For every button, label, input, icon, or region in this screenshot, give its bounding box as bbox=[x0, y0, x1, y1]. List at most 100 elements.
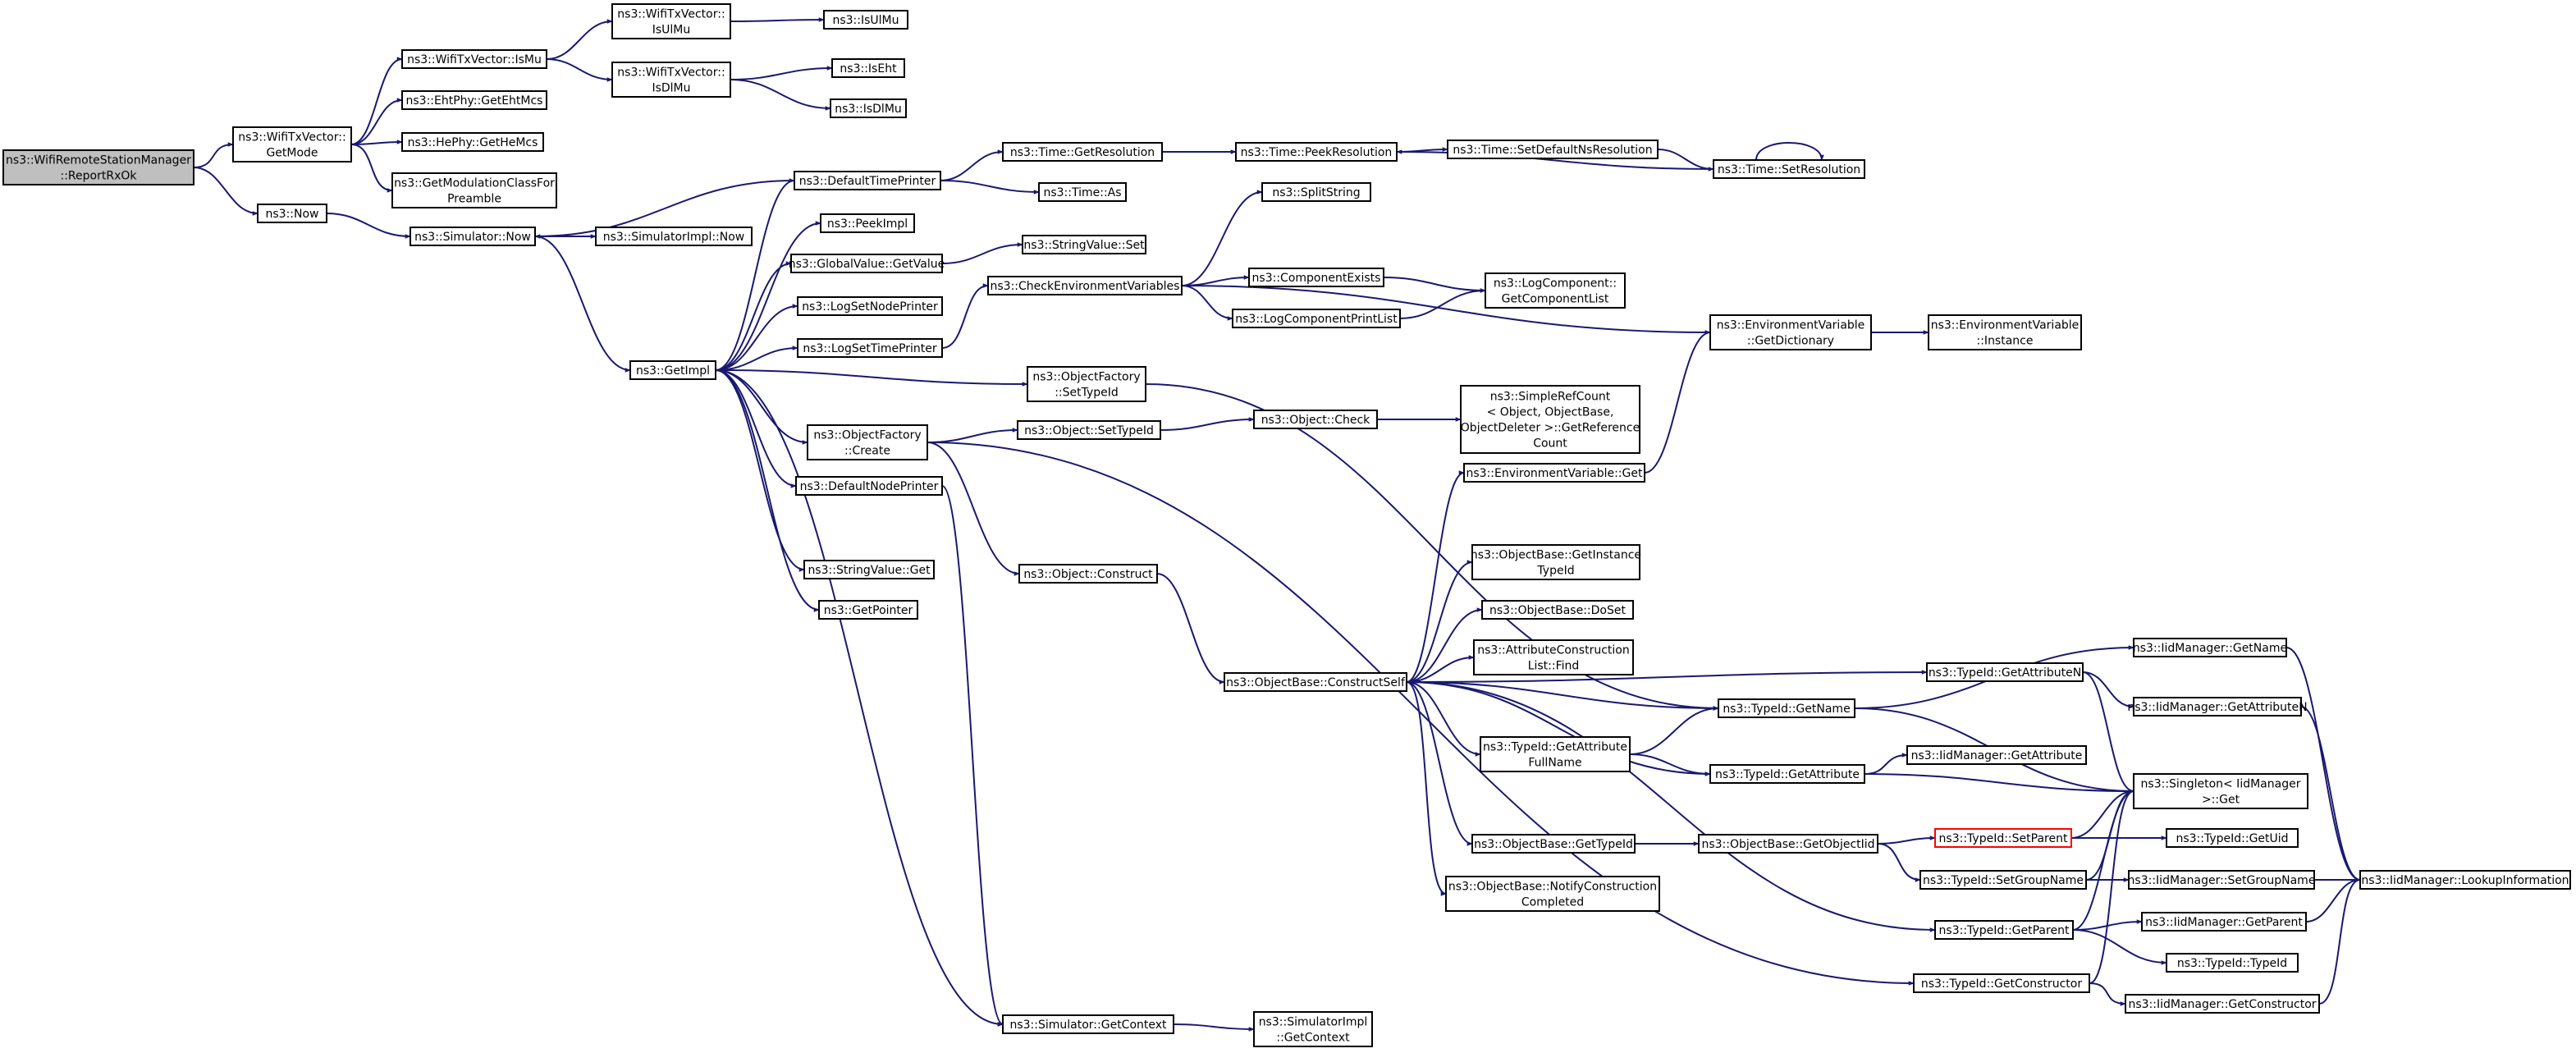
node-objsettypeid[interactable]: ns3::Object::SetTypeId bbox=[1017, 420, 1161, 440]
node-objbasenotify[interactable]: ns3::ObjectBase::NotifyConstructionCompl… bbox=[1445, 876, 1660, 912]
node-objbasegetobjectiid[interactable]: ns3::ObjectBase::GetObjectIid bbox=[1698, 834, 1878, 854]
node-isulmu-label-0: ns3::IsUlMu bbox=[832, 14, 899, 27]
node-iidgetconstructor[interactable]: ns3::IidManager::GetConstructor bbox=[2125, 994, 2320, 1014]
edge-ismu-to-isdlmu_tx bbox=[546, 58, 613, 82]
node-getpointer-label-0: ns3::GetPointer bbox=[824, 604, 913, 617]
node-timesetdefault[interactable]: ns3::Time::SetDefaultNsResolution bbox=[1447, 140, 1659, 159]
node-logcompgetlist-label-1: GetComponentList bbox=[1502, 293, 1609, 306]
node-typeidgetattrfullname-box bbox=[1480, 736, 1631, 772]
node-iidlookup[interactable]: ns3::IidManager::LookupInformation bbox=[2359, 870, 2571, 890]
node-peekimpl[interactable]: ns3::PeekImpl bbox=[820, 213, 915, 233]
node-stringvalueset[interactable]: ns3::StringValue::Set bbox=[1022, 235, 1146, 254]
node-iidgetname[interactable]: ns3::IidManager::GetName bbox=[2133, 638, 2287, 657]
node-objbasegettypeid[interactable]: ns3::ObjectBase::GetTypeId bbox=[1471, 834, 1636, 854]
edge-checkenv-to-envvargetdict bbox=[1181, 285, 1711, 335]
node-isulmu[interactable]: ns3::IsUlMu bbox=[823, 10, 908, 30]
node-checkenv[interactable]: ns3::CheckEnvironmentVariables bbox=[987, 276, 1183, 295]
node-simimplgetcontext[interactable]: ns3::SimulatorImpl::GetContext bbox=[1253, 1011, 1373, 1047]
node-timesetres[interactable]: ns3::Time::SetResolution bbox=[1713, 159, 1865, 179]
edge-defaulttimeprinter-to-timeas bbox=[940, 180, 1040, 195]
node-iidgetparent[interactable]: ns3::IidManager::GetParent bbox=[2141, 912, 2307, 932]
node-getpointer[interactable]: ns3::GetPointer bbox=[818, 600, 918, 620]
node-typeidsetparent-label-0: ns3::TypeId::SetParent bbox=[1939, 832, 2068, 845]
node-timegetres-box bbox=[1002, 142, 1163, 162]
node-defaulttimeprinter[interactable]: ns3::DefaultTimePrinter bbox=[794, 171, 941, 190]
node-objfactorycreate[interactable]: ns3::ObjectFactory::Create bbox=[807, 424, 928, 460]
node-typeidgetattribute[interactable]: ns3::TypeId::GetAttribute bbox=[1709, 764, 1865, 784]
node-now[interactable]: ns3::Now bbox=[257, 204, 327, 223]
node-envvargetdict-label-0: ns3::EnvironmentVariable bbox=[1717, 319, 1865, 332]
node-typeidgetparent-label-0: ns3::TypeId::GetParent bbox=[1939, 924, 2070, 937]
node-simplerefcount-label-3: Count bbox=[1533, 437, 1567, 451]
node-objbasenotify-label-1: Completed bbox=[1521, 896, 1584, 909]
node-isulmu_tx-box bbox=[611, 3, 731, 39]
node-typeidsetparent-box bbox=[1934, 828, 2072, 848]
nodes-layer: ns3::WifiRemoteStationManager::ReportRxO… bbox=[2, 3, 2571, 1047]
edge-objconstruct-to-objbaseconstructself bbox=[1156, 573, 1225, 684]
node-objbasedoset[interactable]: ns3::ObjectBase::DoSet bbox=[1481, 600, 1634, 620]
node-typeidgetconstructor[interactable]: ns3::TypeId::GetConstructor bbox=[1913, 973, 2090, 993]
edge-defaulttimeprinter-to-timegetres bbox=[940, 149, 1004, 181]
node-iidgetparent-box bbox=[2141, 912, 2307, 932]
node-logsettimeprinter-label-0: ns3::LogSetTimePrinter bbox=[803, 342, 937, 355]
node-typeidgetuid-box bbox=[2166, 828, 2299, 848]
node-isdlmu_tx[interactable]: ns3::WifiTxVector::IsDlMu bbox=[611, 62, 731, 98]
node-typeidtypeid[interactable]: ns3::TypeId::TypeId bbox=[2166, 953, 2299, 973]
node-gethemcs[interactable]: ns3::HePhy::GetHeMcs bbox=[401, 132, 544, 152]
node-simplerefcount[interactable]: ns3::SimpleRefCount< Object, ObjectBase,… bbox=[1460, 385, 1640, 454]
node-getehtmcs[interactable]: ns3::EhtPhy::GetEhtMcs bbox=[401, 90, 547, 110]
node-getmode[interactable]: ns3::WifiTxVector::GetMode bbox=[232, 126, 352, 163]
node-typeidsetgroupname[interactable]: ns3::TypeId::SetGroupName bbox=[1919, 870, 2087, 890]
node-envvarget[interactable]: ns3::EnvironmentVariable::Get bbox=[1463, 463, 1645, 483]
node-logsettimeprinter[interactable]: ns3::LogSetTimePrinter bbox=[797, 338, 943, 358]
node-singletonget[interactable]: ns3::Singleton< IidManager>::Get bbox=[2133, 773, 2308, 809]
node-simnow[interactable]: ns3::Simulator::Now bbox=[410, 227, 536, 246]
node-objfactorysettypeid-label-0: ns3::ObjectFactory bbox=[1032, 371, 1140, 384]
node-checkenv-box bbox=[987, 276, 1183, 295]
node-objcheck[interactable]: ns3::Object::Check bbox=[1253, 410, 1378, 429]
node-timeas[interactable]: ns3::Time::As bbox=[1038, 182, 1127, 202]
node-componentexists[interactable]: ns3::ComponentExists bbox=[1248, 268, 1384, 287]
node-simgetcontext[interactable]: ns3::Simulator::GetContext bbox=[1002, 1014, 1174, 1034]
node-typeidgetname[interactable]: ns3::TypeId::GetName bbox=[1718, 698, 1855, 718]
node-iidsetgroupname[interactable]: ns3::IidManager::SetGroupName bbox=[2128, 870, 2316, 890]
node-logcompgetlist[interactable]: ns3::LogComponent::GetComponentList bbox=[1485, 272, 1626, 309]
node-iidgetattribute[interactable]: ns3::IidManager::GetAttribute bbox=[1906, 745, 2087, 765]
node-globalvalue[interactable]: ns3::GlobalValue::GetValue bbox=[789, 254, 945, 273]
node-peekimpl-label-0: ns3::PeekImpl bbox=[827, 217, 908, 231]
node-simimplnow[interactable]: ns3::SimulatorImpl::Now bbox=[595, 227, 753, 246]
node-objfactorysettypeid[interactable]: ns3::ObjectFactory::SetTypeId bbox=[1027, 366, 1146, 402]
node-logcomponentprintlist[interactable]: ns3::LogComponentPrintList bbox=[1232, 309, 1401, 328]
node-objbaseconstructself[interactable]: ns3::ObjectBase::ConstructSelf bbox=[1224, 672, 1407, 692]
node-typeidgetparent[interactable]: ns3::TypeId::GetParent bbox=[1934, 920, 2074, 940]
node-defaulttimeprinter-box bbox=[794, 171, 941, 190]
node-typeidsetgroupname-label-0: ns3::TypeId::SetGroupName bbox=[1923, 874, 2084, 887]
node-envvargetdict[interactable]: ns3::EnvironmentVariable::GetDictionary bbox=[1709, 314, 1872, 350]
edge-objbaseconstructself-to-attrconstructionfind bbox=[1406, 655, 1475, 683]
node-splitstring[interactable]: ns3::SplitString bbox=[1261, 182, 1371, 202]
node-envvarinstance[interactable]: ns3::EnvironmentVariable::Instance bbox=[1928, 314, 2082, 350]
node-typeidgetuid[interactable]: ns3::TypeId::GetUid bbox=[2166, 828, 2299, 848]
node-stringvalueget[interactable]: ns3::StringValue::Get bbox=[803, 560, 935, 579]
node-objfactorycreate-label-1: ::Create bbox=[844, 445, 890, 458]
node-getimpl[interactable]: ns3::GetImpl bbox=[629, 360, 716, 380]
node-logsetnodeprinter[interactable]: ns3::LogSetNodePrinter bbox=[797, 296, 943, 316]
node-timepeekres[interactable]: ns3::Time::PeekResolution bbox=[1235, 142, 1398, 162]
node-isulmu_tx[interactable]: ns3::WifiTxVector::IsUlMu bbox=[611, 3, 731, 39]
node-typeidsetparent[interactable]: ns3::TypeId::SetParent bbox=[1934, 828, 2072, 848]
edge-root-to-getmode bbox=[193, 142, 234, 168]
node-ismu[interactable]: ns3::WifiTxVector::IsMu bbox=[401, 49, 547, 69]
node-iseht[interactable]: ns3::IsEht bbox=[831, 58, 905, 78]
node-typeidgetattributen[interactable]: ns3::TypeId::GetAttributeN bbox=[1926, 662, 2084, 682]
node-defaultnodeprinter[interactable]: ns3::DefaultNodePrinter bbox=[795, 476, 943, 496]
node-timegetres[interactable]: ns3::Time::GetResolution bbox=[1002, 142, 1163, 162]
node-objconstruct[interactable]: ns3::Object::Construct bbox=[1018, 564, 1158, 584]
node-root[interactable]: ns3::WifiRemoteStationManager::ReportRxO… bbox=[2, 149, 194, 185]
edge-objbaseconstructself-to-typeidgetattrfullname bbox=[1406, 681, 1481, 757]
node-isdlmu[interactable]: ns3::IsDlMu bbox=[830, 98, 907, 118]
node-iidgetattributen[interactable]: ns3::IidManager::GetAttributeN bbox=[2127, 697, 2308, 716]
